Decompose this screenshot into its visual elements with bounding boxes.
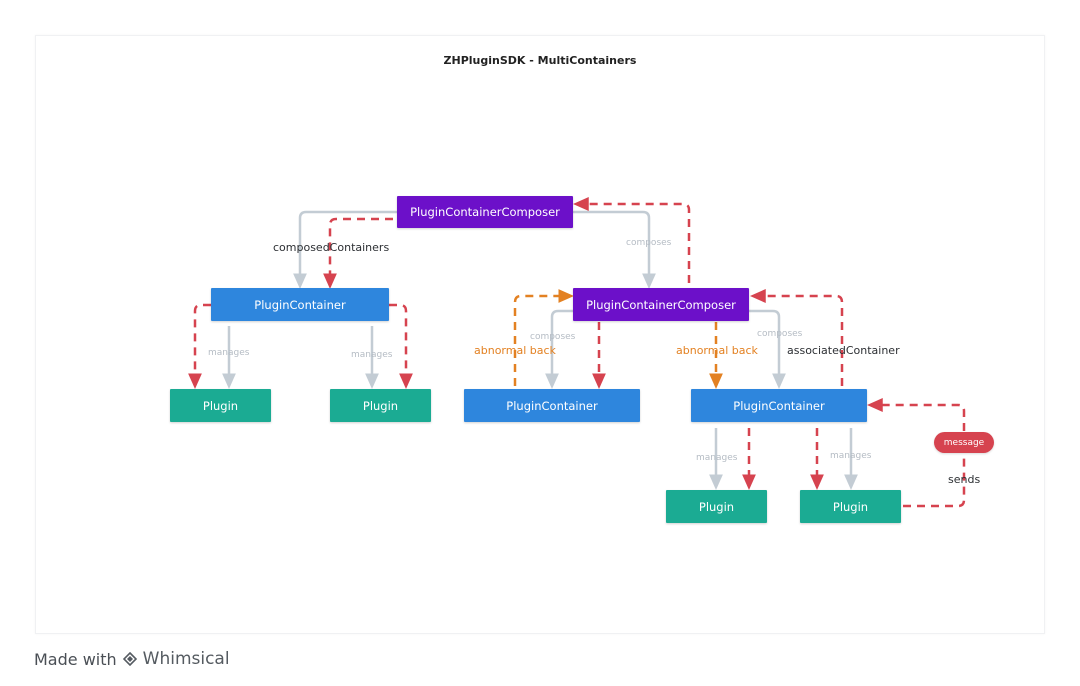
edge-composer-top-composes-composer-mid (573, 210, 656, 289)
node-plugin-3[interactable]: Plugin (666, 490, 767, 523)
node-composer-top[interactable]: PluginContainerComposer (397, 196, 573, 228)
label-sends: sends (948, 473, 981, 486)
node-plugin-1[interactable]: Plugin (170, 389, 271, 422)
edge-composer-mid-composes-container-mid (545, 309, 590, 389)
label-abnormal-back-2: abnormal back (676, 344, 758, 357)
made-with-text: Made with (34, 649, 117, 669)
label-composed-containers: composedContainers (273, 241, 390, 254)
label-manages-4: manages (830, 451, 872, 461)
node-plugin-2[interactable]: Plugin (330, 389, 431, 422)
diagram-title: ZHPluginSDK - MultiContainers (443, 54, 637, 67)
label-composes-mid-right: composes (757, 329, 803, 339)
node-container-mid[interactable]: PluginContainer (464, 389, 640, 422)
edge-composer-top-to-container-left (293, 210, 397, 289)
edge-container-right-associated-composer-mid (750, 289, 844, 386)
label-manages-3: manages (696, 453, 738, 463)
diagram-canvas (35, 35, 1045, 634)
label-abnormal-back-1: abnormal back (474, 344, 556, 357)
node-plugin-4[interactable]: Plugin (800, 490, 901, 523)
diamond-logo-icon (122, 652, 137, 666)
edge-composer-top-to-container-left-red (323, 217, 393, 289)
whimsical-brand: Whimsical (142, 649, 230, 669)
edge-composer-mid-back-to-composer-top (573, 197, 691, 283)
label-manages-1: manages (208, 348, 250, 358)
label-composes-top: composes (626, 238, 672, 248)
label-composes-mid-left: composes (530, 332, 576, 342)
label-associated-container: associatedContainer (787, 344, 900, 357)
node-container-left[interactable]: PluginContainer (211, 288, 389, 321)
label-manages-2: manages (351, 350, 393, 360)
node-composer-mid[interactable]: PluginContainerComposer (573, 288, 749, 321)
edge-container-mid-abnormal-back (513, 289, 574, 386)
edge-message-to-container-right (867, 398, 966, 431)
edge-container-left-to-plugin-1-red (188, 303, 211, 389)
made-with-footer[interactable]: Made with Whimsical (34, 649, 230, 669)
message-node[interactable]: message (934, 432, 994, 453)
edge-composer-mid-composes-container-right (749, 309, 786, 389)
edge-plugin-4-sends-message (903, 453, 966, 508)
edge-container-left-to-plugin-2-red (389, 303, 413, 389)
node-container-right[interactable]: PluginContainer (691, 389, 867, 422)
